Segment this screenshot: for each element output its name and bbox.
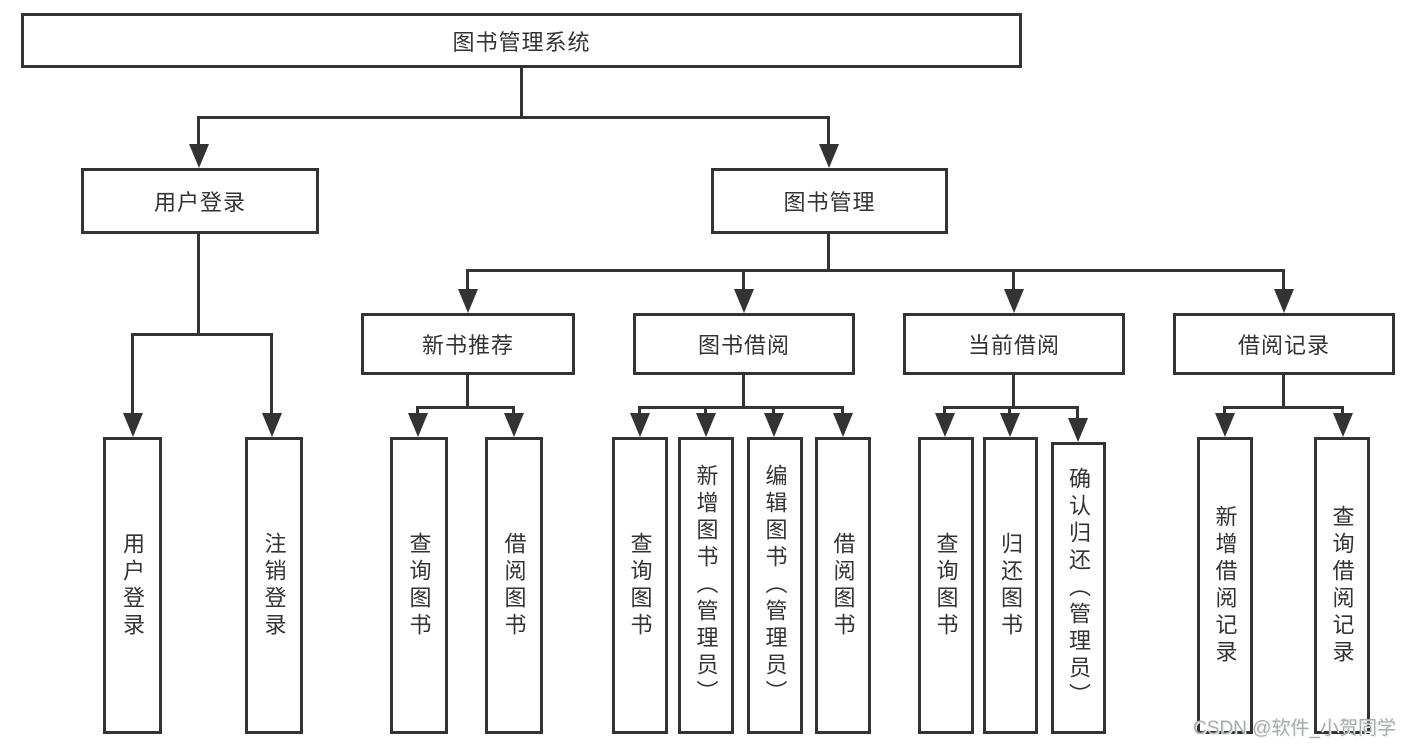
node-root-label: 图书管理系统 [452,29,591,55]
vline [827,116,830,146]
leaf-borrow-query-label: 查询图书 [627,531,653,640]
node-user-login-label: 用户登录 [153,190,246,215]
node-borrowing-records-label: 借阅记录 [1237,333,1330,358]
node-root: 图书管理系统 [21,13,1022,68]
vline [1223,406,1226,416]
vline [742,269,745,291]
hline [638,406,844,409]
vline [197,116,200,146]
vline [638,406,641,416]
node-new-book-recommend: 新书推荐 [361,313,575,375]
leaf-logout-label: 注销登录 [261,531,287,640]
arrowhead [734,289,754,313]
arrowhead [630,413,650,437]
hline [943,406,1079,409]
leaf-borrow-edit: 编辑图书（管理员） [747,437,803,734]
vline [520,66,523,119]
node-current-borrowing: 当前借阅 [903,313,1125,375]
node-new-book-recommend-label: 新书推荐 [421,333,514,358]
hline [466,269,1285,272]
vline [1341,406,1344,416]
leaf-newbook-query: 查询图书 [390,437,448,734]
leaf-newbook-borrow: 借阅图书 [485,437,543,734]
leaf-borrow-borrow: 借阅图书 [815,437,871,734]
vline [1282,372,1285,409]
vline [1076,406,1079,421]
vline [742,372,745,409]
vline [1012,269,1015,291]
leaf-borrow-add-label: 新增图书（管理员） [693,464,719,707]
leaf-records-query-label: 查询借阅记录 [1329,504,1355,667]
arrowhead [1000,413,1020,437]
leaf-current-return: 归还图书 [983,437,1038,734]
leaf-records-add: 新增借阅记录 [1197,437,1253,734]
arrowhead [458,289,478,313]
leaf-newbook-query-label: 查询图书 [406,531,432,640]
leaf-current-query-label: 查询图书 [933,531,959,640]
hline [416,406,515,409]
node-user-login: 用户登录 [81,168,319,234]
leaf-current-confirm-label: 确认归还（管理员） [1066,466,1092,710]
leaf-borrow-borrow-label: 借阅图书 [830,531,856,640]
vline [270,333,273,415]
vline [197,231,200,336]
node-borrowing-records: 借阅记录 [1173,313,1395,375]
arrowhead [764,413,784,437]
arrowhead [123,413,143,437]
arrowhead [1004,289,1024,313]
vline [466,269,469,291]
leaf-records-add-label: 新增借阅记录 [1212,504,1238,667]
vline [1012,372,1015,409]
arrowhead [408,413,428,437]
leaf-user-login-label: 用户登录 [120,531,146,640]
arrowhead [819,144,839,168]
leaf-records-query: 查询借阅记录 [1314,437,1370,734]
node-book-borrowing-label: 图书借阅 [697,333,790,358]
arrowhead [833,413,853,437]
node-book-management-label: 图书管理 [783,190,876,215]
arrowhead [262,413,282,437]
vline [1282,269,1285,291]
leaf-current-confirm: 确认归还（管理员） [1051,442,1106,734]
leaf-borrow-add: 新增图书（管理员） [678,437,734,734]
node-book-borrowing: 图书借阅 [633,313,855,375]
leaf-borrow-query: 查询图书 [612,437,668,734]
leaf-current-query: 查询图书 [918,437,974,734]
arrowhead [1068,418,1088,442]
vline [827,231,830,272]
arrowhead [1333,413,1353,437]
vline [512,406,515,416]
leaf-current-return-label: 归还图书 [998,531,1024,640]
vline [466,372,469,409]
leaf-logout: 注销登录 [245,437,303,734]
leaf-newbook-borrow-label: 借阅图书 [501,531,527,640]
arrowhead [1274,289,1294,313]
arrowhead [935,413,955,437]
node-book-management: 图书管理 [711,168,948,234]
vline [841,406,844,416]
hline [1223,406,1344,409]
hline [131,333,273,336]
csdn-watermark: CSDN @软件_小贺同学 [1193,718,1396,739]
vline [1008,406,1011,416]
arrowhead [189,144,209,168]
vline [416,406,419,416]
leaf-user-login: 用户登录 [103,437,162,734]
vline [704,406,707,416]
vline [943,406,946,416]
node-current-borrowing-label: 当前借阅 [967,333,1060,358]
vline [131,333,134,415]
hline [197,116,830,119]
leaf-borrow-edit-label: 编辑图书（管理员） [762,464,788,707]
arrowhead [696,413,716,437]
arrowhead [1215,413,1235,437]
arrowhead [504,413,524,437]
vline [772,406,775,416]
